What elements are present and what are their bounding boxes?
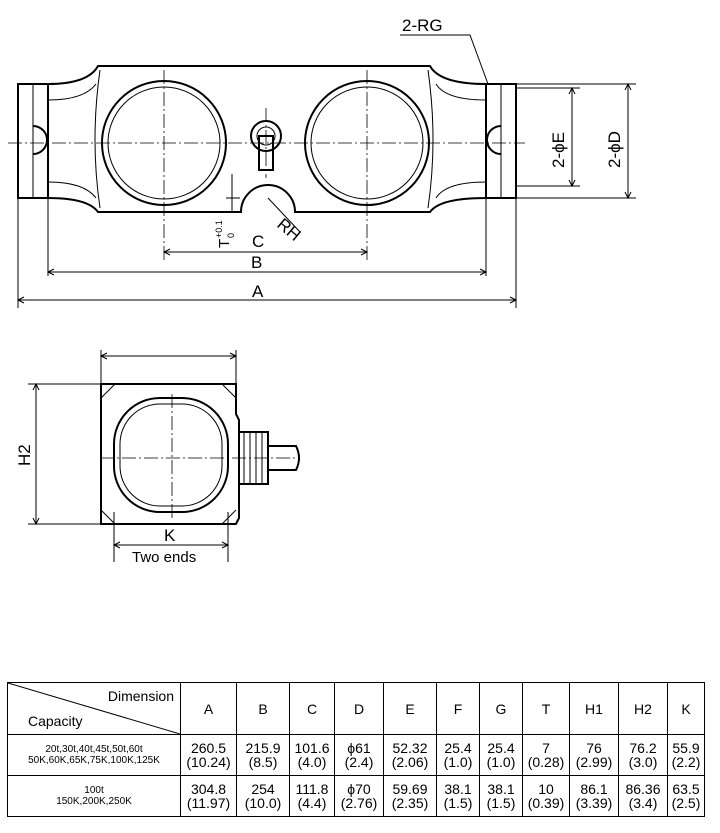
svg-text:0: 0	[226, 233, 236, 238]
technical-drawing: RH T +0.1 0 2-RG 2-ϕE 2-ϕD C	[8, 16, 636, 566]
front-view: RH T +0.1 0 2-RG 2-ϕE 2-ϕD C	[8, 16, 636, 308]
label-b: B	[251, 253, 262, 272]
table-corner-cell: Dimension Capacity	[7, 682, 181, 735]
value-cell: 111.8(4.4)	[289, 775, 335, 817]
table-row: 20t,30t,40t,45t,50t,60t 50K,60K,65K,75K,…	[7, 734, 705, 776]
value-cell: 38.1(1.5)	[436, 775, 480, 817]
col-header: T	[522, 682, 570, 735]
value-cell: 52.32(2.06)	[383, 734, 437, 776]
value-cell: 86.1(3.39)	[569, 775, 619, 817]
side-bore-outer	[113, 397, 229, 513]
side-gland	[239, 431, 269, 485]
col-header: E	[383, 682, 437, 735]
label-h2: H2	[15, 444, 34, 466]
value-cell: 76.2(3.0)	[618, 734, 668, 776]
side-body	[100, 383, 240, 525]
value-cell: 55.9(2.2)	[667, 734, 705, 776]
value-cell: ϕ61(2.4)	[334, 734, 384, 776]
table-row: 100t 150K,200K,250K 304.8(11.97) 254(10.…	[7, 775, 705, 817]
label-rh: RH	[273, 215, 304, 245]
left-notch	[32, 125, 48, 155]
side-view: H2 K Two ends	[15, 350, 300, 566]
label-a: A	[252, 282, 264, 301]
header-dimension: Dimension	[107, 688, 174, 704]
col-header: C	[289, 682, 335, 735]
value-cell: 101.6(4.0)	[289, 734, 335, 776]
col-header: D	[334, 682, 384, 735]
main-body	[47, 65, 487, 213]
value-cell: 25.4(1.0)	[479, 734, 523, 776]
value-cell: 86.36(3.4)	[618, 775, 668, 817]
label-k: K	[164, 526, 176, 545]
svg-text:T: T	[216, 239, 233, 248]
value-cell: 38.1(1.5)	[479, 775, 523, 817]
value-cell: ϕ70(2.76)	[334, 775, 384, 817]
capacity-cell: 100t 150K,200K,250K	[7, 775, 181, 817]
col-header: A	[180, 682, 237, 735]
value-cell: 59.69(2.35)	[383, 775, 437, 817]
col-header: G	[479, 682, 523, 735]
capacity-cell: 20t,30t,40t,45t,50t,60t 50K,60K,65K,75K,…	[7, 734, 181, 776]
col-header: K	[667, 682, 705, 735]
value-cell: 7(0.28)	[522, 734, 570, 776]
side-cable	[268, 445, 300, 471]
label-two-ends: Two ends	[132, 549, 196, 566]
right-notch	[486, 125, 502, 155]
svg-text:+0.1: +0.1	[214, 220, 224, 238]
value-cell: 260.5(10.24)	[180, 734, 237, 776]
table-header-row: Dimension Capacity A B C D E F G T H1 H2…	[7, 682, 705, 735]
label-t: T +0.1 0	[214, 220, 236, 248]
col-header: H1	[569, 682, 619, 735]
col-header: B	[236, 682, 290, 735]
label-rg: 2-RG	[402, 16, 443, 35]
value-cell: 25.4(1.0)	[436, 734, 480, 776]
spec-table: Dimension Capacity A B C D E F G T H1 H2…	[7, 682, 705, 817]
header-capacity: Capacity	[28, 713, 83, 729]
value-cell: 304.8(11.97)	[180, 775, 237, 817]
label-e: 2-ϕE	[549, 132, 568, 168]
label-d: 2-ϕD	[605, 131, 624, 168]
col-header: H2	[618, 682, 668, 735]
value-cell: 76(2.99)	[569, 734, 619, 776]
label-c: C	[252, 232, 264, 251]
value-cell: 215.9(8.5)	[236, 734, 290, 776]
value-cell: 10(0.39)	[522, 775, 570, 817]
col-header: F	[436, 682, 480, 735]
value-cell: 254(10.0)	[236, 775, 290, 817]
value-cell: 63.5(2.5)	[667, 775, 705, 817]
